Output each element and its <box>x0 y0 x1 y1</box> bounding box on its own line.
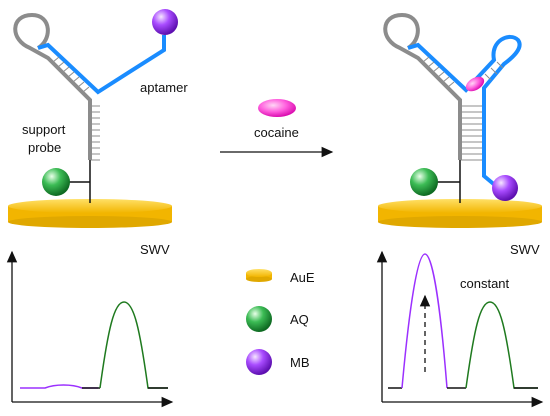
legend-label-mb: MB <box>290 355 310 370</box>
right-aq-peak <box>465 301 538 389</box>
left-mb-peak <box>20 384 98 389</box>
aptamer-label: aptamer <box>140 80 188 95</box>
left-support-probe <box>13 12 92 160</box>
aq-sphere-icon <box>246 306 272 332</box>
right-support-probe <box>383 12 462 160</box>
legend: AuE AQ MB <box>246 269 315 375</box>
legend-label-aq: AQ <box>290 312 309 327</box>
right-electrode <box>378 199 542 228</box>
left-swv-plot: SWV <box>6 242 174 408</box>
constant-label: constant <box>460 276 510 291</box>
legend-item-aq: AQ <box>246 306 309 332</box>
legend-label-aue: AuE <box>290 270 315 285</box>
left-swv-label: SWV <box>140 242 170 257</box>
right-mb-peak <box>401 253 448 389</box>
legend-item-mb: MB <box>246 349 310 375</box>
left-electrode <box>8 199 172 228</box>
support-probe-label-line1: support <box>22 122 66 137</box>
left-aq-sphere <box>42 168 70 196</box>
cocaine-label: cocaine <box>254 125 299 140</box>
left-aptamer-strand <box>37 35 166 95</box>
support-probe-label-line2: probe <box>28 140 61 155</box>
right-aq-sphere <box>410 168 438 196</box>
left-mb-sphere <box>152 9 178 35</box>
bound-cocaine-icon <box>465 76 485 92</box>
right-aptamer-strand <box>407 34 522 188</box>
reaction-arrow-group: cocaine <box>220 99 334 158</box>
right-swv-plot: constant SWV <box>376 242 544 408</box>
left-construct: aptamer support probe <box>8 9 188 228</box>
right-construct <box>378 12 542 228</box>
cocaine-molecule-icon <box>258 99 296 117</box>
legend-item-aue: AuE <box>246 269 315 285</box>
right-mb-sphere <box>492 175 518 201</box>
right-hybrid-ticks <box>422 56 504 161</box>
right-swv-label: SWV <box>510 242 540 257</box>
left-hybrid-ticks <box>52 56 100 161</box>
left-aq-peak <box>99 301 168 389</box>
mb-sphere-icon <box>246 349 272 375</box>
